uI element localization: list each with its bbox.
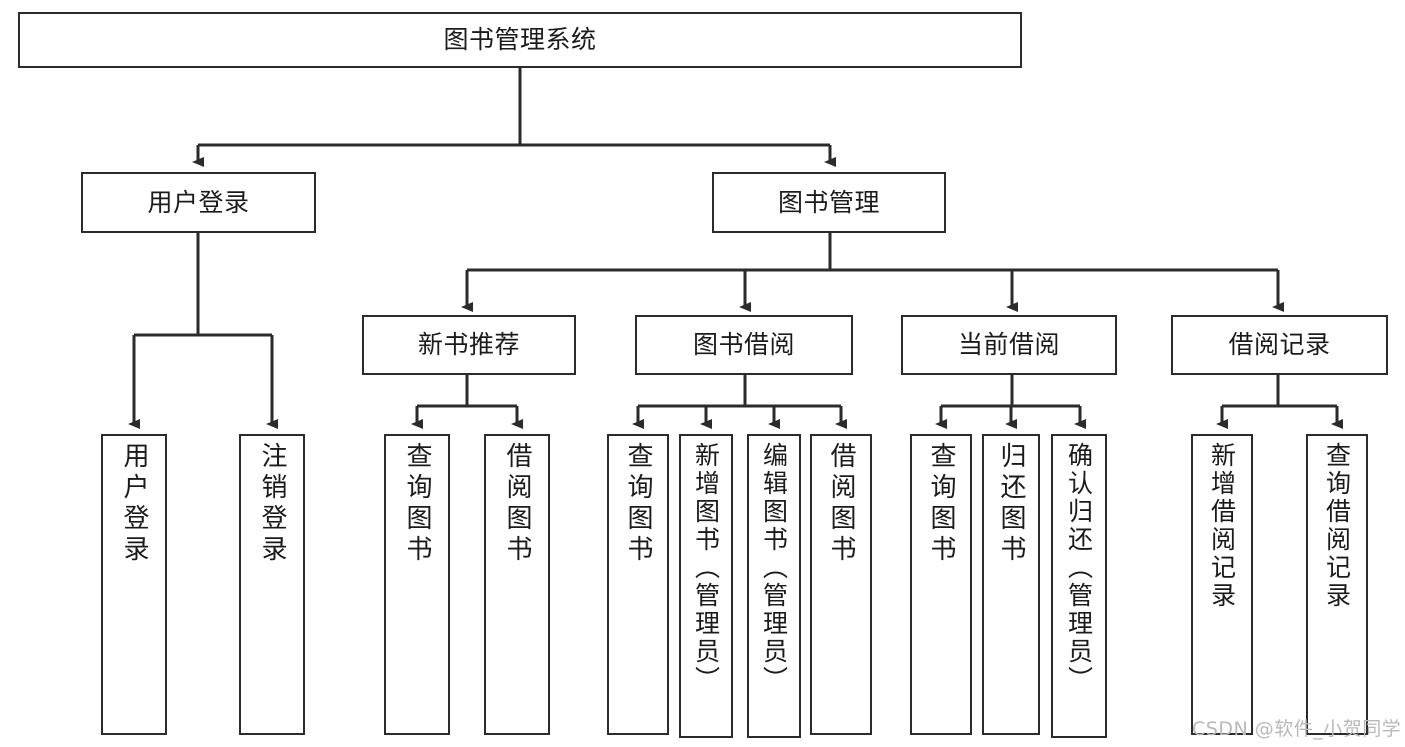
node-label: 归还图书: [996, 442, 1026, 566]
node-leaf-query-book-current[interactable]: 查询图书: [910, 434, 972, 735]
node-label: 图书管理系统: [443, 25, 597, 55]
node-label: 查询图书: [926, 442, 956, 566]
node-label: 借阅记录: [1228, 330, 1331, 360]
node-book-management[interactable]: 图书管理: [712, 172, 946, 233]
node-label: 图书管理: [777, 187, 880, 217]
node-label: 借阅图书: [826, 442, 856, 566]
node-label: 新增图书（管理员）: [691, 442, 721, 694]
node-borrow-records[interactable]: 借阅记录: [1171, 315, 1388, 375]
node-leaf-add-book-admin[interactable]: 新增图书（管理员）: [679, 434, 733, 738]
node-leaf-borrow-book[interactable]: 借阅图书: [810, 434, 872, 735]
node-leaf-logout[interactable]: 注销登录: [239, 434, 305, 735]
node-leaf-edit-book-admin[interactable]: 编辑图书（管理员）: [747, 434, 801, 738]
node-label: 查询图书: [402, 442, 432, 566]
node-current-borrowing[interactable]: 当前借阅: [901, 315, 1117, 375]
node-label: 新增借阅记录: [1207, 442, 1237, 610]
node-label: 查询借阅记录: [1322, 442, 1352, 610]
node-label: 确认归还（管理员）: [1064, 442, 1094, 694]
node-leaf-return-book[interactable]: 归还图书: [982, 434, 1040, 735]
node-book-borrowing[interactable]: 图书借阅: [635, 315, 853, 375]
node-new-book-recommendation[interactable]: 新书推荐: [362, 315, 576, 375]
node-root-book-management-system[interactable]: 图书管理系统: [18, 12, 1022, 68]
node-label: 图书借阅: [692, 330, 795, 360]
node-label: 当前借阅: [957, 330, 1060, 360]
node-leaf-query-book-borrow[interactable]: 查询图书: [607, 434, 669, 735]
node-label: 查询图书: [623, 442, 653, 566]
node-label: 注销登录: [257, 442, 287, 566]
watermark-text: CSDN @软件_小贺同学: [1192, 718, 1402, 740]
node-label: 用户登录: [119, 442, 149, 566]
node-leaf-user-login[interactable]: 用户登录: [101, 434, 167, 735]
node-leaf-query-borrow-record[interactable]: 查询借阅记录: [1306, 434, 1368, 735]
node-label: 借阅图书: [502, 442, 532, 566]
node-label: 用户登录: [147, 187, 250, 217]
node-leaf-confirm-return-admin[interactable]: 确认归还（管理员）: [1051, 434, 1107, 738]
node-user-login[interactable]: 用户登录: [81, 172, 316, 233]
node-label: 新书推荐: [417, 330, 520, 360]
node-leaf-add-borrow-record[interactable]: 新增借阅记录: [1191, 434, 1253, 735]
node-leaf-query-book-recommend[interactable]: 查询图书: [384, 434, 450, 735]
node-label: 编辑图书（管理员）: [759, 442, 789, 694]
node-leaf-borrow-book-recommend[interactable]: 借阅图书: [484, 434, 550, 735]
